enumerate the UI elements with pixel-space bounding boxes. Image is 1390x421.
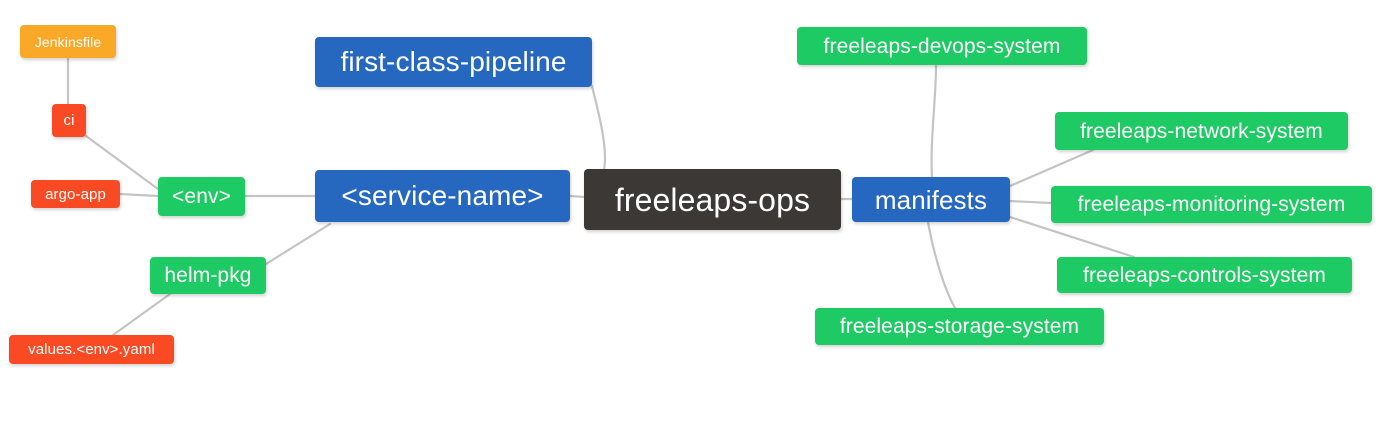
edge-root-service-name bbox=[568, 194, 587, 199]
node-freeleaps-devops-system[interactable]: freeleaps-devops-system bbox=[797, 27, 1087, 65]
node-first-class-pipeline-label: first-class-pipeline bbox=[340, 46, 567, 77]
node-argo-app[interactable]: argo-app bbox=[31, 180, 120, 208]
node-env-label: <env> bbox=[172, 185, 231, 208]
node-freeleaps-controls-system-label: freeleaps-controls-system bbox=[1083, 263, 1326, 287]
node-ci-label: ci bbox=[63, 112, 75, 129]
node-freeleaps-monitoring-system[interactable]: freeleaps-monitoring-system bbox=[1051, 186, 1372, 223]
edge-manifests-controls-system bbox=[1008, 215, 1136, 259]
edge-manifests-monitoring-system bbox=[1008, 199, 1053, 205]
edge-env-argo-app bbox=[118, 192, 160, 198]
node-helm-pkg[interactable]: helm-pkg bbox=[150, 257, 266, 294]
node-freeleaps-network-system[interactable]: freeleaps-network-system bbox=[1055, 112, 1348, 150]
node-freeleaps-controls-system[interactable]: freeleaps-controls-system bbox=[1057, 257, 1352, 293]
node-service-name-label: <service-name> bbox=[341, 180, 544, 211]
node-argo-app-label: argo-app bbox=[45, 185, 106, 203]
node-service-name[interactable]: <service-name> bbox=[315, 170, 570, 222]
edge-manifests-devops-system bbox=[930, 64, 938, 179]
node-helm-pkg-label: helm-pkg bbox=[164, 264, 252, 287]
node-freeleaps-monitoring-system-label: freeleaps-monitoring-system bbox=[1077, 193, 1346, 216]
node-env[interactable]: <env> bbox=[158, 177, 245, 216]
node-first-class-pipeline[interactable]: first-class-pipeline bbox=[315, 37, 592, 87]
edge-manifests-network-system bbox=[1008, 148, 1095, 188]
node-manifests-label: manifests bbox=[874, 184, 988, 215]
node-freeleaps-devops-system-label: freeleaps-devops-system bbox=[823, 34, 1061, 58]
edge-service-name-helm-pkg bbox=[264, 222, 332, 266]
node-ci[interactable]: ci bbox=[52, 104, 86, 137]
edge-helm-pkg-values-yaml bbox=[111, 292, 172, 337]
node-values-yaml[interactable]: values.<env>.yaml bbox=[9, 335, 174, 364]
node-root-label: freeleaps-ops bbox=[614, 181, 811, 218]
node-freeleaps-storage-system-label: freeleaps-storage-system bbox=[839, 315, 1080, 338]
node-jenkinsfile-label: Jenkinsfile bbox=[34, 33, 102, 50]
node-jenkinsfile[interactable]: Jenkinsfile bbox=[20, 25, 116, 58]
node-freeleaps-storage-system[interactable]: freeleaps-storage-system bbox=[815, 308, 1104, 345]
node-values-yaml-label: values.<env>.yaml bbox=[28, 341, 155, 358]
edge-manifests-storage-system bbox=[926, 220, 957, 310]
node-freeleaps-network-system-label: freeleaps-network-system bbox=[1080, 119, 1323, 143]
node-manifests[interactable]: manifests bbox=[852, 177, 1010, 222]
node-root-freeleaps-ops[interactable]: freeleaps-ops bbox=[584, 169, 841, 230]
